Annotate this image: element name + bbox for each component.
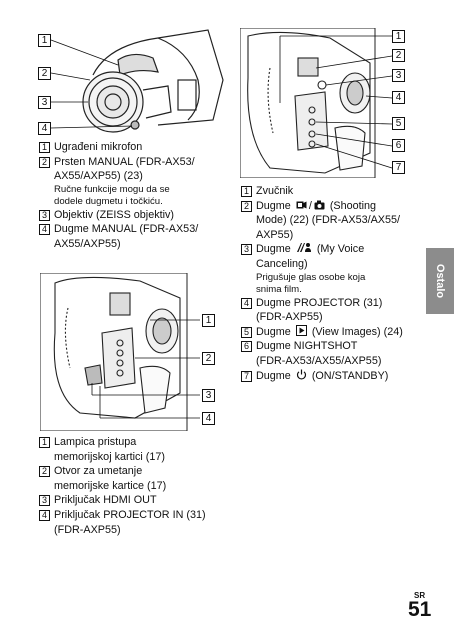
legend-item: 3 Dugme (My Voice Canceling) (241, 242, 423, 271)
legend-item: 7 Dugme (ON/STANDBY) (241, 369, 423, 384)
item-text: Dugme NIGHTSHOT (256, 340, 358, 353)
power-icon (296, 369, 306, 380)
item-number: 4 (39, 509, 50, 521)
item-text-cont: Canceling) (256, 257, 308, 270)
legend-item: 3 Priključak HDMI OUT (39, 493, 229, 508)
item-text: Ugrađeni mikrofon (54, 141, 143, 153)
item-number: 1 (241, 186, 252, 197)
movie-icon (296, 201, 307, 209)
figure-front-view: 1 2 3 4 (38, 20, 228, 135)
item-text-cont: (FDR-AXP55) (256, 311, 323, 324)
item-text-after: (Shooting (329, 199, 377, 212)
item-number: 1 (39, 142, 50, 153)
legend-item: 1 Zvučnik (241, 184, 423, 199)
callout-3: 3 (202, 389, 215, 402)
legend-item: 1 Ugrađeni mikrofon (39, 140, 229, 155)
callout-5: 5 (392, 117, 405, 130)
item-text: Otvor za umetanje (54, 465, 143, 478)
item-text: Dugme (256, 325, 291, 338)
callout-6: 6 (392, 139, 405, 152)
callout-1: 1 (202, 314, 215, 327)
legend-item: 2 Otvor za umetanje memorijske kartice (… (39, 464, 229, 493)
camera-rear-illustration (240, 28, 393, 178)
item-text: Priključak PROJECTOR IN (31) (54, 508, 206, 521)
item-text-cont: AXP55) (256, 228, 294, 241)
item-number: 3 (39, 495, 50, 507)
item-text: Prsten MANUAL (FDR-AX53/ (54, 155, 195, 168)
callout-7: 7 (392, 161, 405, 174)
figure-rear-view: 1 2 3 4 5 6 7 (240, 28, 405, 178)
item-text-cont: AX55/AXP55) (23) (54, 170, 143, 183)
item-number: 3 (241, 244, 252, 256)
item-text: Zvučnik (256, 185, 294, 197)
note-line: dodele dugmetu i točkiću. (54, 195, 163, 207)
item-number: 2 (241, 200, 252, 212)
legend-item: 6 Dugme NIGHTSHOT (FDR-AX53/AX55/AXP55) (241, 339, 423, 368)
item-number: 2 (39, 466, 50, 478)
item-text-cont: (FDR-AXP55) (54, 523, 121, 536)
callout-3: 3 (38, 96, 51, 109)
section-tab-label: Ostalo (434, 263, 446, 299)
item-text: Lampica pristupa (54, 436, 137, 448)
legend-item: 3 Objektiv (ZEISS objektiv) (39, 208, 229, 223)
item-text-cont: AX55/AXP55) (54, 237, 121, 250)
legend-item: 2 Dugme / (Shooting Mode) (22) (FDR-AX53… (241, 199, 423, 243)
camera-front-illustration (50, 29, 224, 133)
play-icon (295, 324, 307, 336)
item-text: Dugme PROJECTOR (31) (256, 296, 383, 309)
callout-2: 2 (38, 67, 51, 80)
figure-side-ports-view: 1 2 3 4 (40, 273, 230, 431)
item-number: 2 (39, 156, 50, 168)
item-number: 5 (241, 326, 252, 338)
item-text: Dugme (256, 243, 291, 256)
item-text-after: (View Images) (24) (311, 325, 403, 338)
legend-item: 1 Lampica pristupa memorijskoj kartici (… (39, 435, 229, 464)
item-number: 4 (241, 297, 252, 309)
item-number: 7 (241, 370, 252, 382)
item-text: Dugme MANUAL (FDR-AX53/ (54, 223, 199, 236)
voice-cancel-icon (296, 243, 311, 253)
item-text-cont: Mode) (22) (FDR-AX53/AX55/ (256, 214, 401, 227)
camera-side-illustration (40, 273, 200, 431)
item-note: Prigušuje glas osobe koja snima film. (241, 272, 423, 296)
callout-3: 3 (392, 69, 405, 82)
figure3-legend: 1 Zvučnik 2 Dugme / (Shooting Mode) (22)… (241, 184, 423, 383)
legend-item: 4 Dugme MANUAL (FDR-AX53/ AX55/AXP55) (39, 222, 229, 251)
callout-4: 4 (38, 122, 51, 135)
figure2-legend: 1 Lampica pristupa memorijskoj kartici (… (39, 435, 229, 537)
legend-item: 2 Prsten MANUAL (FDR-AX53/ AX55/AXP55) (… (39, 155, 229, 184)
item-text-after: (ON/STANDBY) (311, 369, 389, 382)
note-line: Ručne funkcije mogu da se (54, 183, 170, 195)
item-number: 3 (39, 209, 50, 221)
item-text: Dugme (256, 369, 291, 382)
callout-2: 2 (392, 49, 405, 62)
note-line: Prigušuje glas osobe koja (256, 271, 366, 283)
callout-1: 1 (38, 34, 51, 47)
item-text: Priključak HDMI OUT (54, 494, 157, 507)
item-text-cont: memorijskoj kartici (17) (54, 450, 165, 463)
legend-item: 4 Dugme PROJECTOR (31) (FDR-AXP55) (241, 296, 423, 325)
item-text-cont: (FDR-AX53/AX55/AXP55) (256, 354, 382, 367)
item-number: 4 (39, 224, 50, 236)
callout-2: 2 (202, 352, 215, 365)
section-tab: Ostalo (426, 248, 454, 314)
callout-1: 1 (392, 30, 405, 43)
item-text-after: (My Voice (316, 243, 365, 256)
callout-4: 4 (202, 412, 215, 425)
figure1-legend: 1 Ugrađeni mikrofon 2 Prsten MANUAL (FDR… (39, 140, 229, 252)
item-text: Objektiv (ZEISS objektiv) (54, 208, 174, 221)
camera-icon (314, 200, 325, 210)
item-number: 1 (39, 437, 50, 448)
page-number: 51 (408, 598, 432, 621)
item-note: Ručne funkcije mogu da se dodele dugmetu… (39, 184, 229, 208)
legend-item: 4 Priključak PROJECTOR IN (31) (FDR-AXP5… (39, 508, 229, 537)
item-text-cont: memorijske kartice (17) (54, 479, 167, 492)
note-line: snima film. (256, 283, 302, 295)
callout-4: 4 (392, 91, 405, 104)
language-code: SR (414, 591, 426, 600)
legend-item: 5 Dugme (View Images) (24) (241, 324, 423, 340)
item-text: Dugme (256, 199, 291, 212)
item-number: 6 (241, 341, 252, 353)
